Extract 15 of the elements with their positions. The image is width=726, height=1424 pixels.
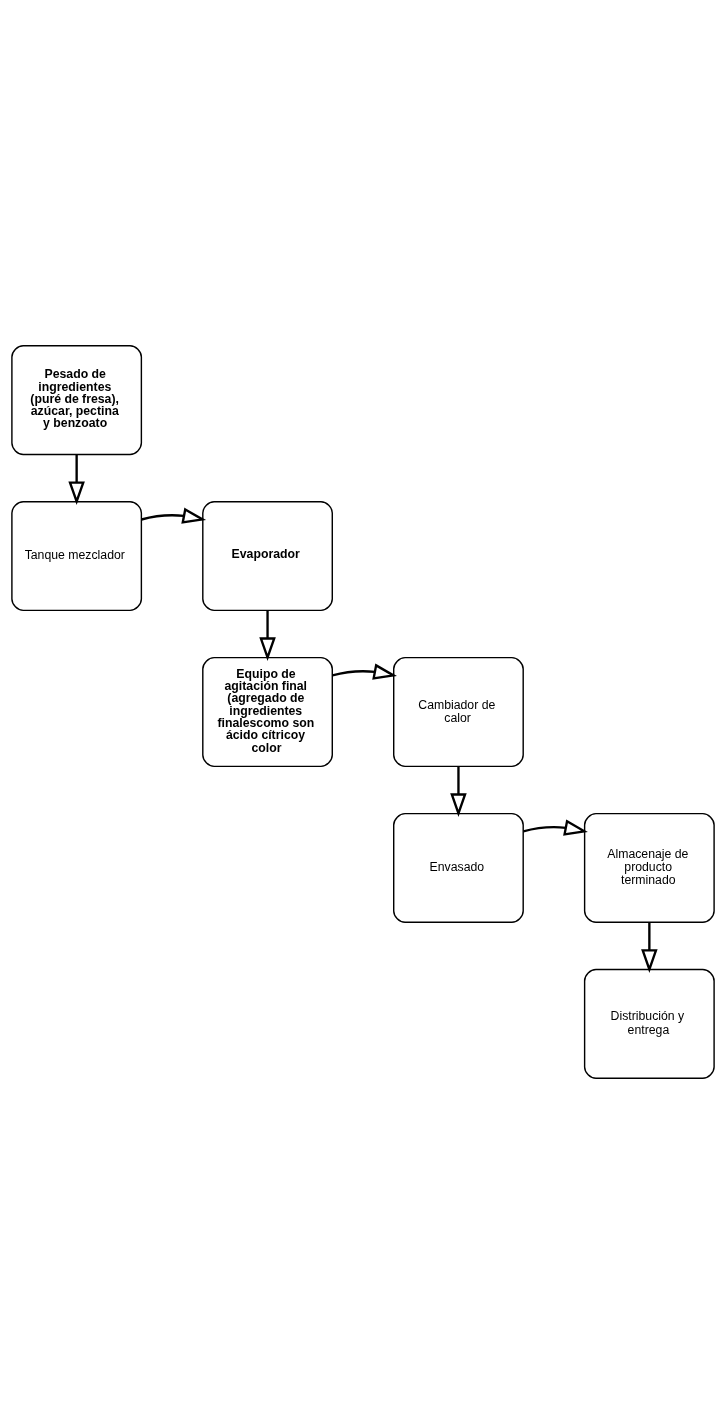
node-box: Cambiador de calor [393,656,524,768]
node-box: Tanque mezclador [11,501,143,612]
node-box: Distribución y entrega [583,968,715,1079]
arrow [68,454,85,506]
arrow [523,819,588,836]
arrow [450,766,467,817]
node-box: Envasado [393,812,524,923]
node-box: Evaporador [202,501,333,612]
node-box: Pesado de ingredientes (puré de fresa), azúcar, pectina y benzoato [11,345,143,456]
arrow [141,507,207,524]
arrow [332,663,397,680]
arrow [641,922,658,973]
arrow [259,610,276,661]
node-box: Equipo de agitación final (agregado de ingredientes finalescomo son ácido cítricoy color [202,656,333,768]
node-box: Almacenaje de producto terminado [583,812,715,923]
